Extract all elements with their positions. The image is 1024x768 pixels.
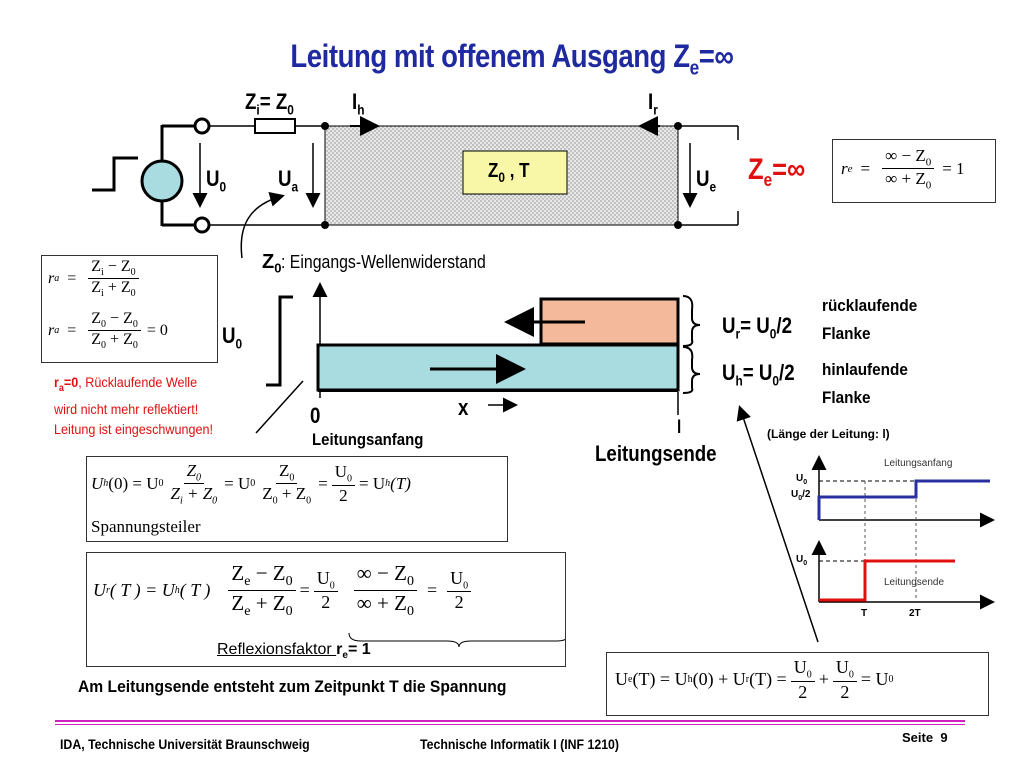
label-ze: Ze=∞	[748, 153, 806, 190]
step-symbol	[92, 156, 138, 192]
transmission-line	[324, 125, 679, 226]
trace-ende	[819, 559, 955, 602]
bottom-caption: Am Leitungsende entsteht zum Zeitpunkt T…	[78, 677, 507, 696]
trace-anfang	[817, 479, 990, 520]
label-u0: U0	[206, 166, 227, 195]
timing-bot-title: Leitungsende	[884, 577, 945, 588]
label-uh: Uh= U0/2	[722, 360, 795, 389]
label-l: l	[677, 417, 682, 437]
timing-caption: (Länge der Leitung: l)	[767, 427, 890, 441]
timing-u0: U0	[796, 473, 808, 486]
footer-left: IDA, Technische Universität Braunschweig	[60, 736, 310, 752]
label-end: Leitungsende	[595, 441, 717, 466]
footer-center: Technische Informatik I (INF 1210)	[420, 736, 620, 752]
timing-top-title: Leitungsanfang	[884, 458, 953, 469]
line-label-box	[462, 150, 568, 195]
label-line: Z0 , T	[488, 160, 530, 185]
label-ih: Ih	[352, 89, 365, 118]
footer-line	[55, 720, 965, 722]
label-ur: Ur= U0/2	[722, 313, 793, 342]
timing-t: T	[861, 608, 868, 619]
eq2-caption: Reflexionsfaktor re= 1	[217, 641, 371, 662]
label-ue: Ue	[696, 166, 717, 195]
timing-u0b: U0	[796, 554, 808, 567]
z0-caption: Z0 : Eingangs-Wellenwiderstand	[262, 251, 487, 276]
red-note: ra=0, Rücklaufende Welle wird nicht mehr…	[54, 374, 214, 437]
label-ir: Ir	[648, 89, 658, 118]
eq1-caption: Spannungsteiler	[91, 517, 201, 536]
label-zi: Zi= Z0	[245, 89, 294, 118]
label-x: x	[458, 395, 469, 420]
timing-2t: 2T	[909, 608, 921, 619]
label-start: Leitungsanfang	[312, 430, 424, 449]
page-title: Leitung mit offenem Ausgang Ze=∞	[290, 38, 734, 80]
label-u0-side: U0	[222, 323, 243, 352]
footer-page: Seite 9	[902, 730, 948, 745]
label-zero: 0	[310, 403, 321, 428]
label-ua: Ua	[278, 166, 299, 195]
timing-u0half: U0/2	[791, 489, 811, 502]
reflected-wave-rect	[539, 297, 680, 346]
